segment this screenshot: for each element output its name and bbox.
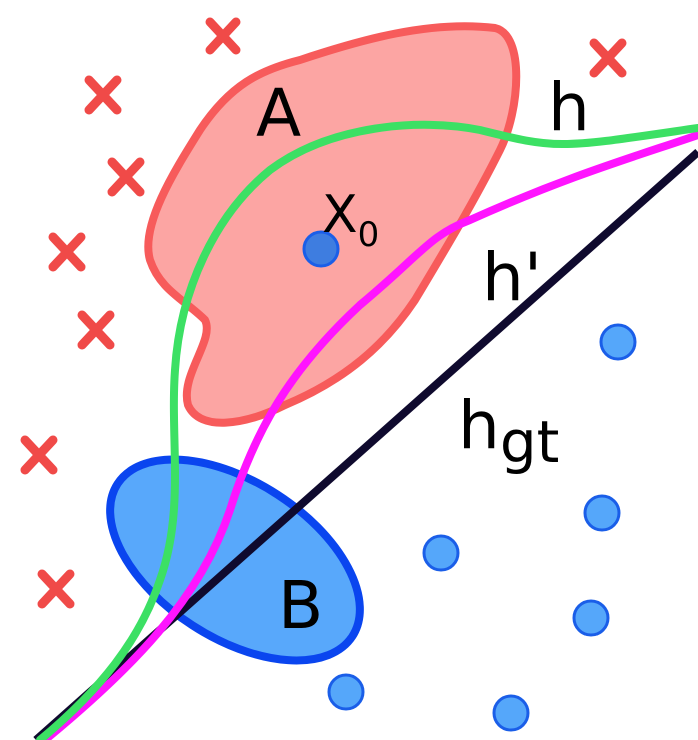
dot-icon <box>599 323 637 361</box>
curve-h-prime <box>41 131 698 740</box>
curve-hgt-label: hgt <box>458 387 559 476</box>
x-cross-icon <box>107 157 145 197</box>
x0-label: X0 <box>322 185 379 255</box>
curve-h <box>36 120 698 740</box>
region-a-label: A <box>256 75 301 152</box>
x-cross-icon <box>37 569 75 609</box>
x-cross-icon <box>84 75 122 115</box>
curve-hgt-label-sub: gt <box>500 408 560 476</box>
curve-h-prime-label: h' <box>482 239 542 316</box>
x0-label-sub: 0 <box>358 215 380 255</box>
x-cross-icon <box>48 232 86 272</box>
curve-hgt-label-main: h <box>458 387 500 464</box>
x0-label-main: X <box>322 185 358 245</box>
dot-icon <box>422 534 460 572</box>
x0-point <box>302 230 340 268</box>
x-cross-icon <box>589 38 627 78</box>
dot-icon <box>572 599 610 637</box>
dot-icon <box>327 673 365 711</box>
x-cross-icon <box>20 435 58 475</box>
x-cross-icon <box>77 310 115 350</box>
x-cross-icon <box>205 17 241 55</box>
dot-icon <box>583 494 621 532</box>
positive-points <box>327 323 637 732</box>
curve-h-label: h <box>548 69 590 146</box>
dot-icon <box>492 694 530 732</box>
negative-markers <box>20 17 627 609</box>
region-b-label: B <box>278 567 323 644</box>
